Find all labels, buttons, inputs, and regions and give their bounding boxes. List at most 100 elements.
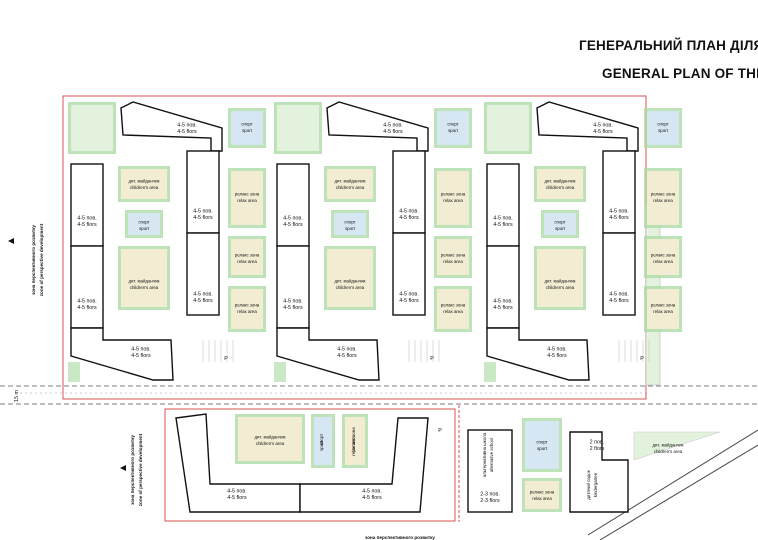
module-2-building-right-upper-label-ua: 4-5 пов. (399, 209, 419, 215)
arrow-west-north (8, 238, 14, 244)
module-1-parking-label: P (224, 356, 228, 362)
south-sport-2-label-en: sport (537, 446, 548, 451)
school-floors-label-ua: 2-3 пов. (480, 492, 500, 498)
module-3-building-bottom (486, 327, 590, 381)
module-1-sport-area-fill (128, 213, 160, 235)
module-2-building-bottom (276, 327, 380, 381)
module-1-building-left-lower-label-ua: 4-5 пов. (77, 299, 97, 305)
module-1-relax-1-label-ua: релакс зона (235, 192, 260, 197)
module-2-building-bottom-label-ua: 4-5 пов. (337, 347, 357, 353)
module-3-building-right-upper-label-en: 4-5 flors (609, 215, 629, 221)
module-3-building-top (536, 101, 639, 152)
module-1-sport-top-label-en: sport (242, 128, 253, 133)
module-3-sport-area-fill (544, 213, 576, 235)
module-3-parking-label: P (640, 356, 644, 362)
diagonal-road-1 (587, 429, 758, 536)
module-1-building-top-label-ua: 4-5 пов. (177, 123, 197, 129)
south-children-area-fill (238, 417, 302, 461)
module-3-relax-1-fill (647, 171, 679, 225)
module-3-building-top-label-en: 4-5 flors (593, 129, 613, 135)
module-3-children-area-1-label-ua: дит. майданчик (545, 179, 576, 184)
module-1-children-area-1-label-ua: дит. майданчик (129, 179, 160, 184)
module-3-green-strip (484, 362, 496, 382)
south-children-area-label-en: children's area (256, 441, 285, 446)
module-2-children-area-2-label-ua: дит. майданчик (335, 279, 366, 284)
module-3-building-bottom-label-ua: 4-5 пов. (547, 347, 567, 353)
module-2-building-bottom-label-en: 4-5 flors (337, 353, 357, 359)
module-1-building-right-lower-label-ua: 4-5 пов. (193, 292, 213, 298)
module-2-relax-3-fill (437, 289, 469, 329)
module-1-children-area-2-label-ua: дит. майданчик (129, 279, 160, 284)
module-3-relax-1-label-ua: релакс зона (651, 192, 676, 197)
south-sport-area-fill (314, 417, 332, 465)
module-2-building-left-upper-label-ua: 4-5 пов. (283, 216, 303, 222)
south-relax-2-label-ua: релакс зона (530, 490, 555, 495)
module-3-building-right-upper-label-ua: 4-5 пов. (609, 209, 629, 215)
module-3-children-area-1-label-en: children's area (546, 185, 575, 190)
kindergarten-children-label-en: children's area (654, 449, 683, 454)
module-3-relax-1-label-en: relax area (653, 198, 673, 203)
side-label-ua-south: зона перспективного розвитку (130, 435, 135, 505)
kindergarten-children-label-ua: дит. майданчик (653, 443, 684, 448)
module-2-building-left-upper-label-en: 4-5 flors (283, 222, 303, 228)
module-1-children-area-2-label-en: children's area (130, 285, 159, 290)
module-2-corner-green-fill (277, 105, 319, 151)
module-3-building-bottom-label-en: 4-5 flors (547, 353, 567, 359)
module-2-parking-label: P (430, 356, 434, 362)
module-1-sport-top-fill (231, 111, 263, 145)
south-relax-label-ua: релакс зона (351, 427, 356, 452)
south-sport-label-ua: спорт (319, 434, 324, 445)
module-3-building-left-upper-label-ua: 4-5 пов. (493, 216, 513, 222)
module-1-children-area-2-fill (121, 249, 167, 307)
module-2-building-top (326, 101, 429, 152)
south-sport-2-label-ua: спорт (536, 440, 547, 445)
module-3-sport-top-fill (647, 111, 679, 145)
module-2-relax-1-label-en: relax area (443, 198, 463, 203)
module-1-relax-3-label-en: relax area (237, 309, 257, 314)
module-2-building-left-upper (276, 163, 310, 247)
module-2-sport-area-fill (334, 213, 366, 235)
module-3-sport-area-label-en: sport (555, 226, 566, 231)
module-1-building-left-upper-label-en: 4-5 flors (77, 222, 97, 228)
module-2-sport-area-label-en: sport (345, 226, 356, 231)
module-1-sport-top-label-ua: спорт (241, 122, 252, 127)
module-3-sport-top-label-en: sport (658, 128, 669, 133)
module-2-building-top-label-ua: 4-5 пов. (383, 123, 403, 129)
module-1-relax-1-label-en: relax area (237, 198, 257, 203)
module-1-building-right-lower (186, 232, 220, 316)
module-3-relax-2-fill (647, 239, 679, 275)
module-1-children-area-1-label-en: children's area (130, 185, 159, 190)
module-2-relax-2-label-en: relax area (443, 259, 463, 264)
module-2-green-strip (274, 362, 286, 382)
module-1-green-strip (68, 362, 80, 382)
module-1-relax-3-fill (231, 289, 263, 329)
module-1-sport-area-label-en: sport (139, 226, 150, 231)
module-2-relax-1-fill (437, 171, 469, 225)
module-1-building-left-lower-label-en: 4-5 flors (77, 305, 97, 311)
module-1-children-area-1-fill (121, 169, 167, 199)
module-3-building-right-lower-label-en: 4-5 flors (609, 298, 629, 304)
south-relax-area-fill (345, 417, 365, 465)
module-1-building-left-upper (70, 163, 104, 247)
module-2-children-area-2-fill (327, 249, 373, 307)
module-3-building-left-upper-label-en: 4-5 flors (493, 222, 513, 228)
module-3-building-top-label-ua: 4-5 пов. (593, 123, 613, 129)
kindergarten-floors-label-ua: 2 пов. (590, 440, 605, 446)
module-1-building-left-lower (70, 245, 104, 329)
module-2-building-left-lower-label-ua: 4-5 пов. (283, 299, 303, 305)
kindergarten-children-area (633, 431, 721, 461)
module-3-children-area-1-fill (537, 169, 583, 199)
south-building-right-label-en: 4-5 flors (362, 495, 382, 501)
module-1-building-bottom-label-ua: 4-5 пов. (131, 347, 151, 353)
module-2-building-top-label-en: 4-5 flors (383, 129, 403, 135)
module-1-building-right-lower-label-en: 4-5 flors (193, 298, 213, 304)
module-2-building-left-lower-label-en: 4-5 flors (283, 305, 303, 311)
module-3-building-left-upper (486, 163, 520, 247)
module-1-relax-2-label-ua: релакс зона (235, 253, 260, 258)
module-1-relax-2-label-en: relax area (237, 259, 257, 264)
module-2-relax-2-label-ua: релакс зона (441, 253, 466, 258)
module-2-building-left-lower (276, 245, 310, 329)
module-2-sport-top-label-ua: спорт (447, 122, 458, 127)
